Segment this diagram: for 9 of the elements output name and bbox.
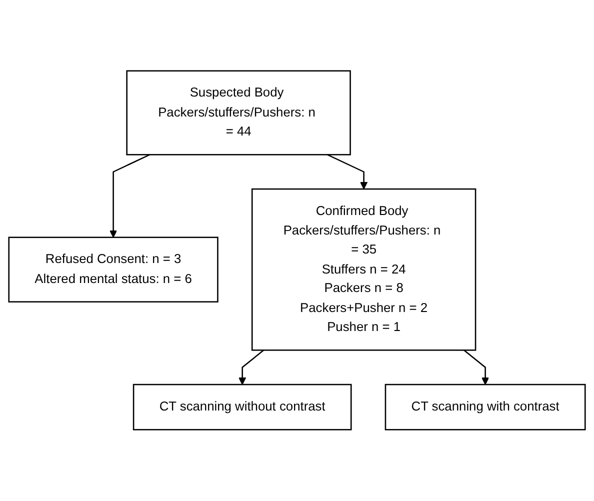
node-box: CT scanning with contrast — [384, 384, 586, 431]
arrow — [238, 350, 264, 386]
node-box: Confirmed Body Packers/stuffers/Pushers: n = 35 Stuffers n = 24 Packers n = 8 Packers+Pusher n = 2 Pusher n = 1 — [251, 188, 476, 352]
node-box: CT scanning without contrast — [132, 384, 352, 431]
arrow — [464, 350, 490, 386]
node-box: Refused Consent: n = 3 Altered mental status: n = 6 — [8, 236, 218, 303]
arrow — [110, 154, 150, 238]
arrow — [327, 154, 368, 190]
node-box: Suspected Body Packers/stuffers/Pushers: n = 44 — [126, 70, 351, 156]
